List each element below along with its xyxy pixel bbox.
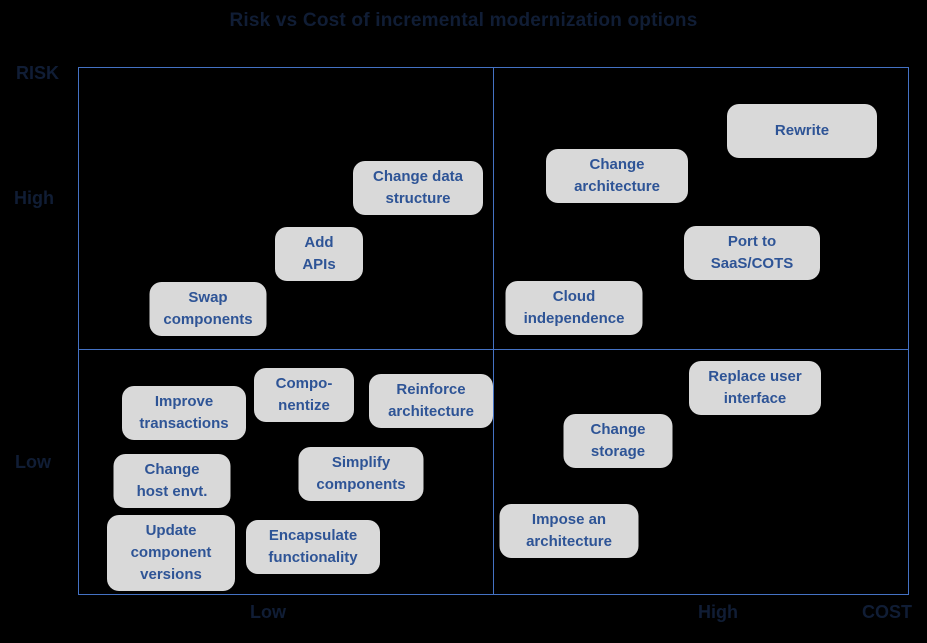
option-label-line: structure <box>385 190 451 207</box>
option-label-line: components <box>316 476 406 493</box>
option-box-change-storage: Change storage <box>563 414 673 468</box>
y-axis-label-low: Low <box>15 452 51 472</box>
option-label-line: independence <box>523 310 625 327</box>
option-box-encapsulate-functionality: Encapsulate functionality <box>246 520 380 574</box>
option-label-line: APIs <box>302 256 336 273</box>
option-box-cloud-independence: Cloud independence <box>505 281 643 335</box>
option-box-componentize: Compo-nentize <box>254 368 354 422</box>
option-box-port-to-saas-cots: Port to SaaS/COTS <box>684 226 820 280</box>
x-axis-label-low: Low <box>250 602 286 622</box>
option-box-change-data-structure: Change data structure <box>353 161 483 215</box>
option-label-line: Add <box>304 234 334 251</box>
option-box-impose-an-architecture: Impose an architecture <box>499 504 639 558</box>
option-label-line: Change <box>590 421 646 438</box>
option-box-update-component-versions: Update component versions <box>107 515 235 591</box>
option-label-line: components <box>163 311 253 328</box>
option-box-change-architecture: Change architecture <box>546 149 688 203</box>
option-label-line: transactions <box>139 415 229 432</box>
option-box-reinforce-architecture: Reinforce architecture <box>369 374 493 428</box>
option-label-line: Simplify <box>331 454 391 471</box>
option-label-line: Encapsulate <box>268 527 358 544</box>
option-label-line: architecture <box>388 403 474 420</box>
option-label-line: Update <box>145 522 197 539</box>
option-label-line: Change <box>144 461 200 478</box>
option-label-line: Impose an <box>531 511 607 528</box>
option-label-line: Compo- <box>275 375 333 392</box>
y-axis-title: RISK <box>16 63 60 83</box>
chart-title: Risk vs Cost of incremental modernizatio… <box>229 10 698 31</box>
option-label-line: SaaS/COTS <box>710 255 794 272</box>
option-label-line: Rewrite <box>774 122 830 139</box>
option-label-line: component <box>130 544 212 561</box>
y-axis-label-high: High <box>14 188 54 208</box>
option-label-line: Change <box>589 156 645 173</box>
option-box-replace-user-interface: Replace user interface <box>689 361 821 415</box>
option-label-line: storage <box>590 443 646 460</box>
option-label-line: host envt. <box>136 483 208 500</box>
option-label-line: Reinforce <box>396 381 466 398</box>
option-label-line: functionality <box>268 549 358 566</box>
option-label-line: Swap <box>188 289 228 306</box>
option-label-line: Port to <box>727 233 777 250</box>
option-box-improve-transactions: Improve transactions <box>122 386 246 440</box>
option-label-line: Cloud <box>552 288 596 305</box>
option-label-line: architecture <box>526 533 612 550</box>
option-label-line: versions <box>140 566 202 583</box>
x-axis-title: COST <box>862 602 913 622</box>
option-label-line: architecture <box>574 178 660 195</box>
option-box-simplify-components: Simplify components <box>298 447 424 501</box>
option-box-change-host-envt: Change host envt. <box>113 454 231 508</box>
quadrant-divider-vertical <box>493 68 494 594</box>
option-label-line: Change data <box>372 168 463 185</box>
option-box-swap-components: Swap components <box>149 282 267 336</box>
option-label-line: Replace user <box>708 368 802 385</box>
option-label-line: interface <box>723 390 787 407</box>
option-label-line: Improve <box>154 393 214 410</box>
quadrant-divider-horizontal <box>79 349 908 350</box>
option-box-rewrite: Rewrite <box>727 104 877 158</box>
x-axis-label-high: High <box>698 602 738 622</box>
option-label-line: nentize <box>278 397 330 414</box>
